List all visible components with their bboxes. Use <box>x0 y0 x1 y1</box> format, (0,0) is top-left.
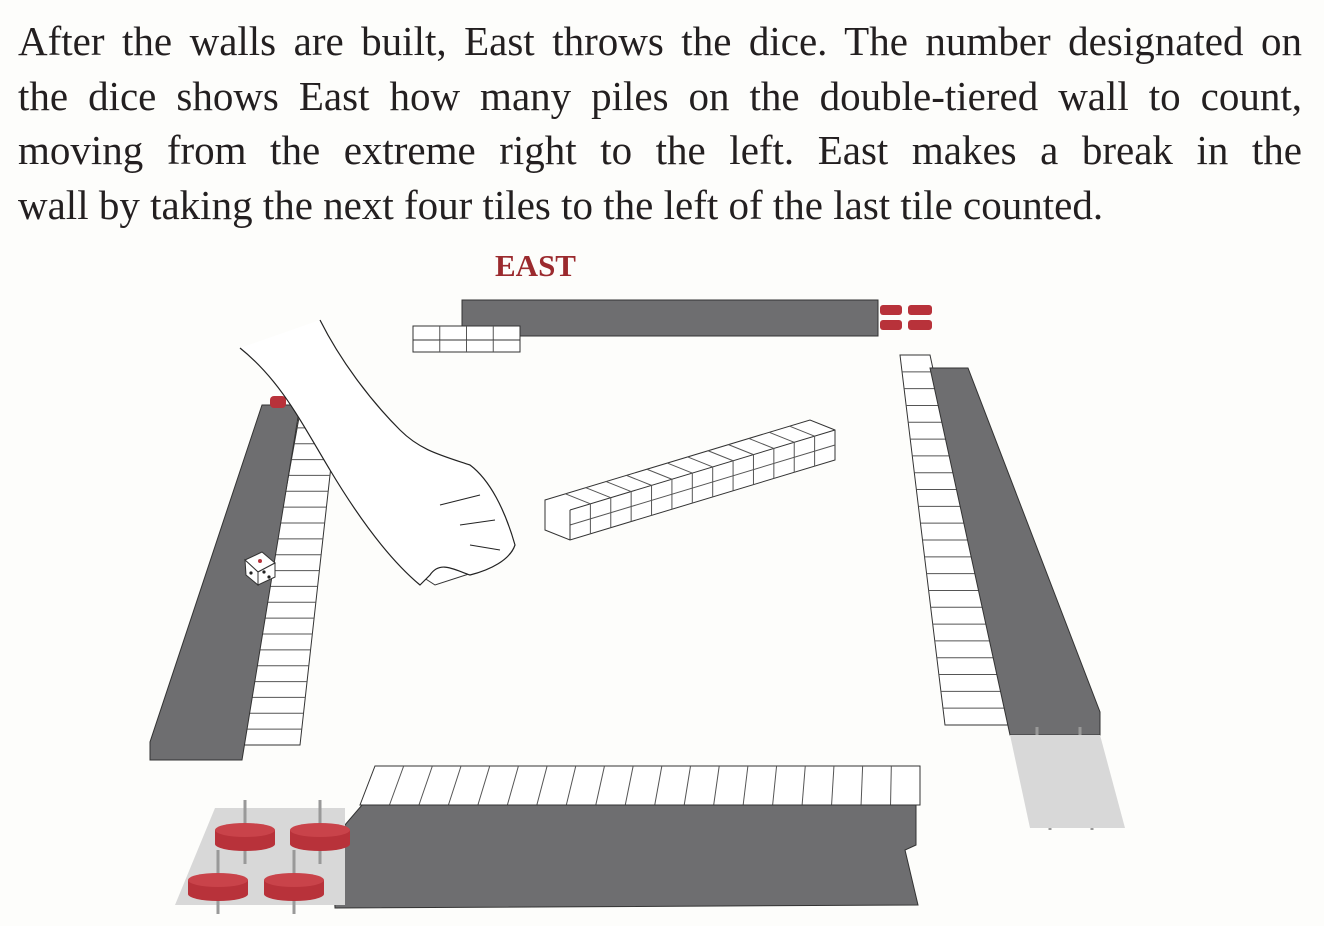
tile-divider <box>605 481 632 493</box>
tile-divider <box>585 487 611 499</box>
bottom-wall-tiles <box>359 765 921 806</box>
tile-divider <box>713 765 720 806</box>
tile-divider <box>687 456 713 468</box>
red-counter <box>215 823 275 837</box>
paragraph-line: wall by taking the next four tiles to th… <box>18 181 1104 228</box>
tile-divider <box>654 765 663 806</box>
red-counter <box>264 873 324 887</box>
tile-divider <box>477 765 491 806</box>
right-counter-rack <box>1010 735 1125 828</box>
bottom-wall <box>331 804 919 909</box>
tile-divider <box>831 765 835 806</box>
red-counter <box>270 396 286 408</box>
east-label: EAST <box>495 248 576 283</box>
paragraph-line: After the walls are built, East throws t… <box>18 18 1302 64</box>
tile-divider <box>646 468 673 480</box>
tile-divider <box>789 425 815 437</box>
tile-divider <box>890 765 892 806</box>
tile-divider <box>707 450 734 462</box>
tile-divider <box>536 765 548 806</box>
tile-divider <box>801 765 806 806</box>
red-counter <box>215 837 275 851</box>
tile-divider <box>626 474 652 486</box>
tile-divider <box>860 765 864 806</box>
instruction-paragraph: After the walls are built, East throws t… <box>18 14 1302 232</box>
tile-divider <box>389 765 405 806</box>
tile-divider <box>683 765 692 806</box>
tile-divider <box>728 444 754 456</box>
right-wall <box>929 367 1101 736</box>
tile-divider <box>447 765 462 806</box>
paragraph-line: moving from the extreme right to the lef… <box>18 127 1302 173</box>
tile-divider <box>565 493 591 505</box>
tile-divider <box>742 765 749 806</box>
top-wall <box>461 299 879 337</box>
top-red-counters <box>880 305 932 330</box>
tile-divider <box>624 765 634 806</box>
tile-divider <box>769 431 795 443</box>
tile-divider <box>418 765 433 806</box>
red-counter <box>188 873 248 887</box>
tile-divider <box>748 437 775 449</box>
tile-divider <box>595 765 605 806</box>
red-counter <box>188 887 248 901</box>
hand-illustration <box>239 319 516 586</box>
tile-divider <box>565 765 577 806</box>
tile-edge <box>569 429 836 511</box>
tile-edge <box>569 444 836 526</box>
paragraph-line: the dice shows East how many piles on th… <box>18 72 1302 119</box>
red-counter <box>290 837 350 851</box>
tile-divider <box>667 462 693 474</box>
red-counter <box>290 823 350 837</box>
center-tile-row <box>544 419 836 541</box>
tile-divider <box>772 765 778 806</box>
dice-icon <box>244 551 276 587</box>
tile-divider <box>506 765 519 806</box>
red-counter <box>264 887 324 901</box>
